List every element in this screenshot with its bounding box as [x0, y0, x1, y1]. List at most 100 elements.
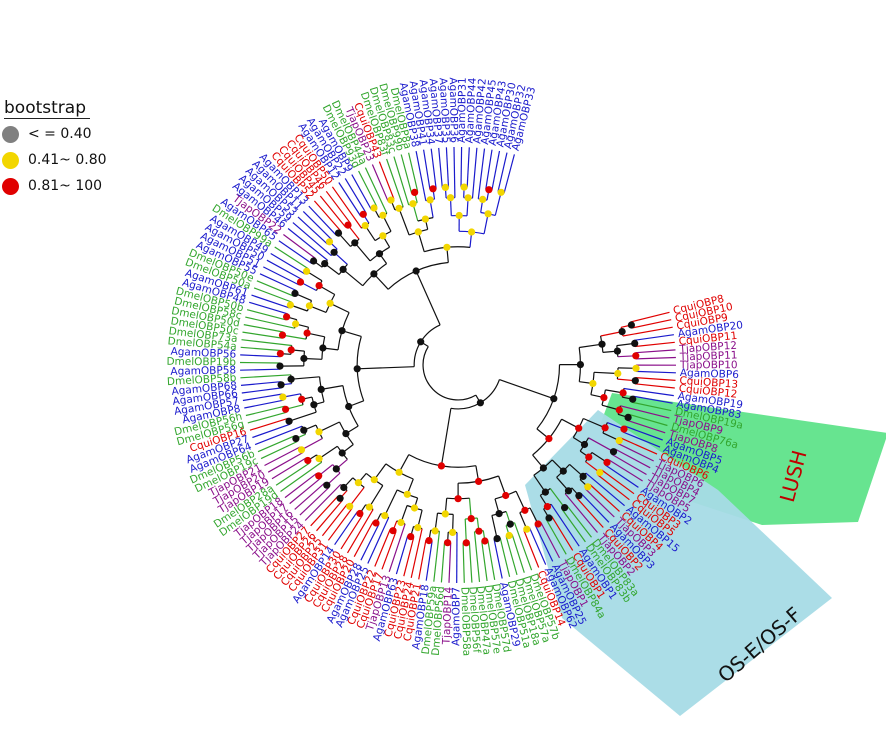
branch	[497, 152, 508, 192]
bootstrap-node	[310, 257, 318, 265]
leaf-label: DmelOBP56f	[466, 586, 482, 653]
bootstrap-node	[370, 204, 378, 212]
branch	[267, 451, 304, 473]
branch	[566, 505, 592, 538]
branch	[485, 149, 493, 190]
bootstrap-node	[397, 518, 405, 527]
bootstrap-node	[564, 487, 573, 495]
bootstrap-node	[467, 515, 475, 523]
branch	[358, 170, 378, 207]
branch	[493, 539, 503, 579]
bootstrap-node	[545, 435, 553, 443]
branch	[240, 381, 281, 386]
branch	[310, 495, 339, 527]
bootstrap-node	[279, 393, 287, 401]
branch	[628, 413, 668, 427]
lush-clade-band	[600, 393, 886, 525]
branch	[460, 146, 463, 188]
bootstrap-node	[534, 520, 542, 528]
bootstrap-node	[575, 492, 583, 500]
branch	[249, 417, 289, 431]
red-dot-icon	[2, 177, 19, 195]
branch	[282, 334, 307, 340]
branch	[466, 147, 470, 188]
bootstrap-node	[609, 448, 618, 456]
branch	[499, 379, 554, 400]
bootstrap-node	[545, 514, 553, 522]
branch	[523, 530, 540, 568]
branch	[491, 515, 498, 539]
branch	[242, 393, 283, 402]
branch	[386, 158, 404, 207]
bootstrap-node	[395, 204, 403, 212]
branch	[278, 240, 313, 264]
bootstrap-node	[441, 183, 449, 191]
branch	[321, 503, 348, 537]
branch	[294, 482, 326, 510]
bootstrap-node	[395, 468, 403, 476]
branch	[256, 280, 295, 297]
bootstrap-node	[298, 395, 306, 403]
branch	[430, 148, 437, 189]
bootstrap-node	[359, 210, 367, 218]
bootstrap-node	[315, 472, 323, 480]
bootstrap-node	[330, 248, 338, 256]
bootstrap-node	[317, 385, 325, 393]
leaf-label: AgamOBP31	[456, 77, 469, 143]
yellow-dot-icon	[2, 151, 19, 169]
branch	[440, 542, 446, 583]
branch	[433, 531, 440, 582]
bootstrap-node	[485, 186, 493, 194]
bootstrap-node	[414, 228, 422, 236]
branch	[473, 531, 481, 582]
branch	[353, 521, 374, 557]
branch-arc	[450, 379, 500, 410]
branch	[464, 518, 467, 543]
branch	[280, 461, 322, 492]
branch	[583, 417, 606, 429]
branch	[481, 541, 488, 582]
bootstrap-node	[506, 520, 514, 528]
branch	[240, 346, 281, 352]
bootstrap-node	[543, 503, 552, 511]
bootstrap-node	[541, 488, 550, 496]
branch	[289, 477, 321, 505]
branch	[608, 459, 643, 482]
branch	[318, 445, 338, 460]
branch	[620, 437, 658, 455]
branch	[438, 147, 443, 188]
bootstrap-node	[576, 361, 585, 369]
leaf-label: TjapOBP14	[440, 586, 454, 645]
bootstrap-node	[300, 426, 308, 434]
bootstrap-node	[631, 339, 639, 347]
bootstrap-node	[460, 183, 468, 191]
branch	[503, 154, 515, 194]
branch	[360, 524, 380, 561]
bootstrap-node	[303, 267, 311, 275]
branch	[529, 527, 547, 565]
bootstrap-node	[550, 395, 558, 403]
branch	[318, 421, 340, 433]
bootstrap-node	[425, 537, 433, 545]
branch	[340, 514, 364, 550]
branch	[302, 210, 333, 241]
branch	[634, 383, 675, 389]
bootstrap-node	[521, 506, 529, 514]
branch	[415, 150, 427, 201]
branch	[288, 411, 317, 422]
branch	[245, 405, 285, 417]
bootstrap-node	[339, 265, 347, 273]
branch	[331, 186, 362, 229]
branch	[241, 339, 292, 347]
branch	[579, 343, 603, 349]
bootstrap-node	[444, 539, 452, 547]
bootstrap-node	[370, 476, 378, 484]
branch	[585, 488, 615, 518]
bootstrap-node	[338, 327, 346, 335]
branch	[611, 453, 647, 476]
branch	[266, 259, 303, 280]
bootstrap-node	[356, 509, 364, 518]
branch	[240, 374, 291, 379]
bootstrap-node	[375, 250, 384, 258]
leaf-label: TjapOBP12	[678, 340, 737, 356]
